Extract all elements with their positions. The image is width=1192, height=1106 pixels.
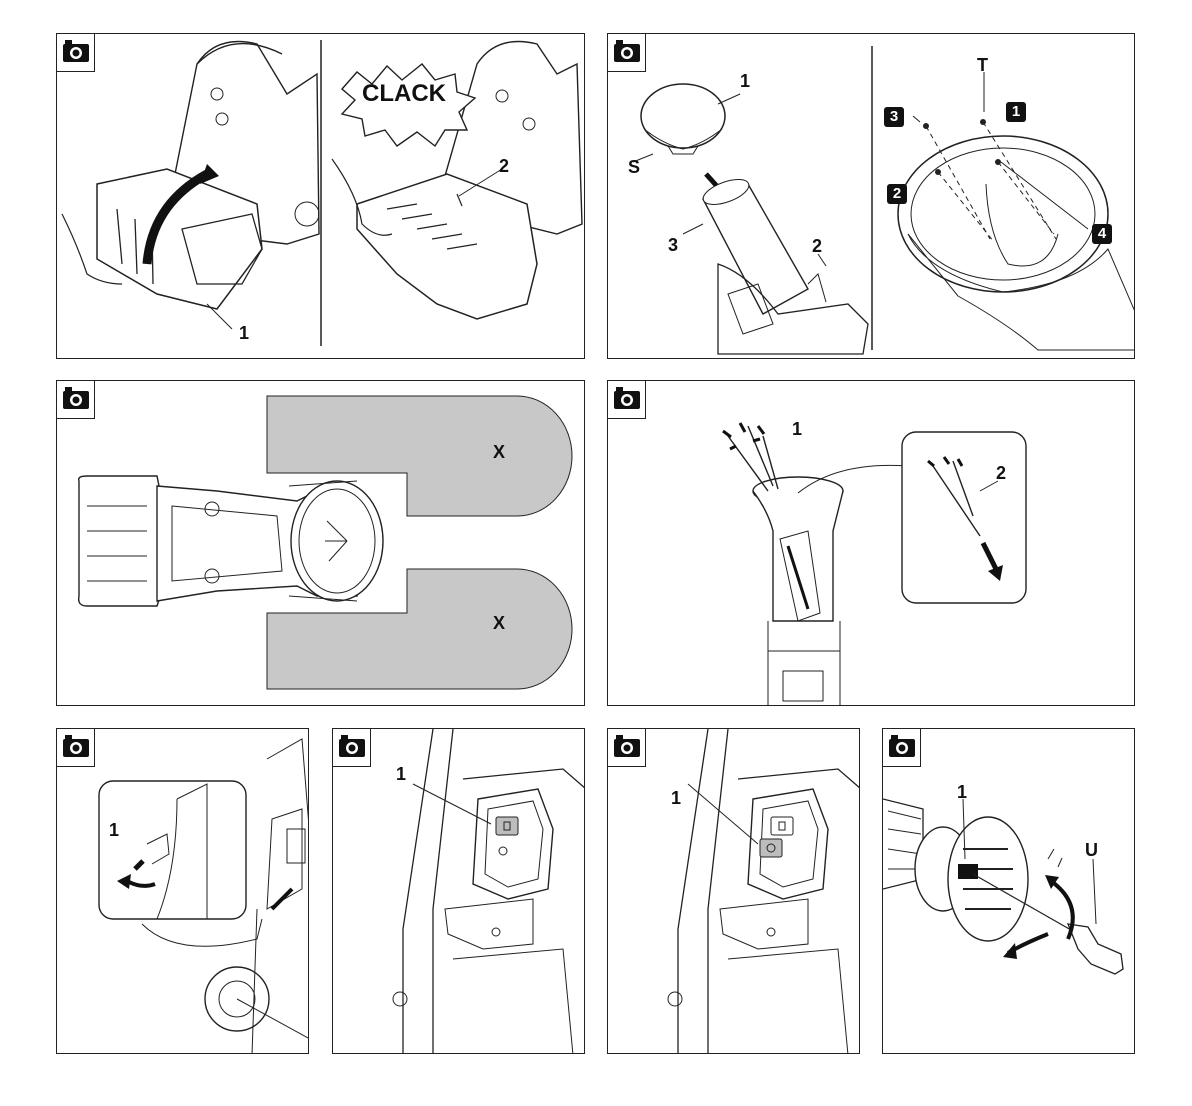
callout-on-button: 1 — [396, 765, 406, 783]
safety-zone-bottom: X — [493, 614, 505, 632]
callout-tube: 3 — [668, 236, 678, 254]
camera-icon — [883, 729, 921, 767]
illustration-branches — [608, 381, 1135, 706]
illustration-lever — [57, 729, 309, 1054]
illustration-funnel — [608, 34, 1135, 359]
camera-icon — [608, 34, 646, 72]
illustration-hopper — [57, 34, 585, 359]
safety-zone-top: X — [493, 443, 505, 461]
panel-lever-release: 1 — [56, 728, 309, 1054]
step-badge-3: 3 — [884, 107, 904, 127]
callout-branch: 2 — [996, 464, 1006, 482]
callout-feed-opening: 1 — [792, 420, 802, 438]
panel-feeding-branches: 1 2 — [607, 380, 1135, 706]
panel-switch-on: 1 — [332, 728, 585, 1054]
callout-hex-key: U — [1085, 841, 1098, 859]
panel-blade-adjust: 1 U — [882, 728, 1135, 1054]
illustration-zones — [57, 381, 585, 706]
step-badge-1: 1 — [1006, 102, 1026, 122]
callout-seal: S — [628, 158, 640, 176]
camera-icon — [608, 729, 646, 767]
callout-blade: 1 — [957, 783, 967, 801]
callout-screw-tool: T — [977, 56, 988, 74]
callout-hopper: 1 — [239, 324, 249, 342]
illustration-switch-on — [333, 729, 585, 1054]
illustration-blade-adjust — [883, 729, 1135, 1054]
callout-off-button: 1 — [671, 789, 681, 807]
camera-icon — [57, 729, 95, 767]
illustration-switch-off — [608, 729, 860, 1054]
callout-funnel: 1 — [740, 72, 750, 90]
callout-switch: 2 — [812, 237, 822, 255]
callout-lever: 1 — [109, 821, 119, 839]
step-badge-2: 2 — [887, 184, 907, 204]
panel-funnel-mount: 1 S 3 2 T 1 3 2 4 — [607, 33, 1135, 359]
camera-icon — [608, 381, 646, 419]
camera-icon — [57, 34, 95, 72]
camera-icon — [57, 381, 95, 419]
callout-latch: 2 — [499, 157, 509, 175]
panel-switch-off: 1 — [607, 728, 860, 1054]
panel-safety-zones: X X — [56, 380, 585, 706]
panel-hopper-attach: CLACK 1 2 — [56, 33, 585, 359]
clack-sound-label: CLACK — [362, 82, 446, 106]
step-badge-4: 4 — [1092, 224, 1112, 244]
camera-icon — [333, 729, 371, 767]
